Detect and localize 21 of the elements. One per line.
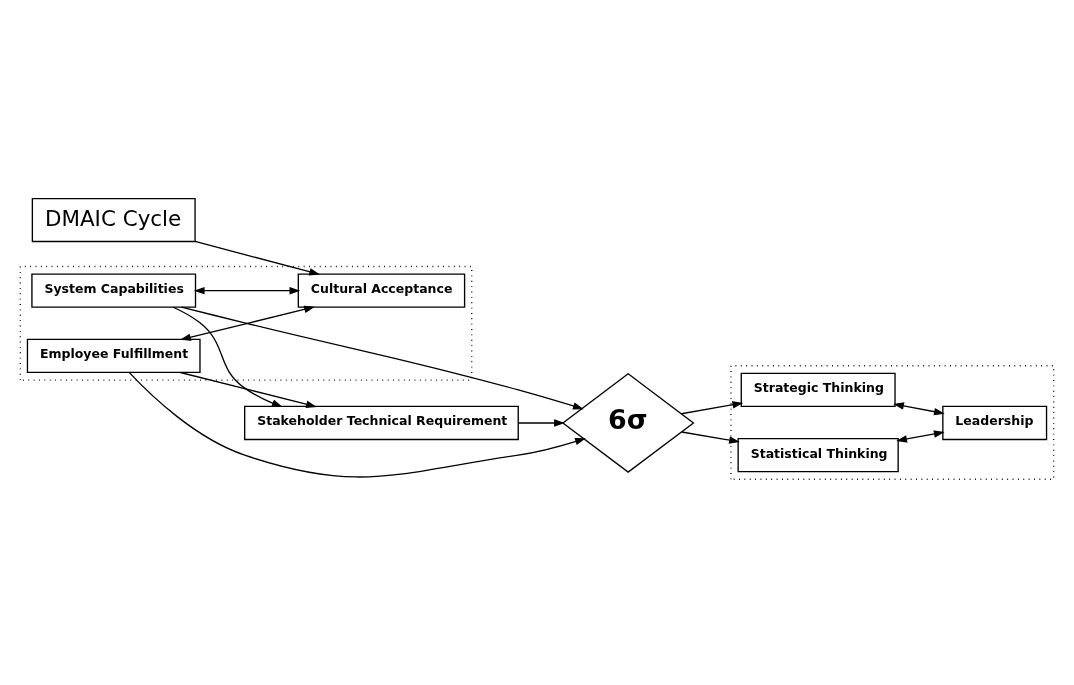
arrow [193,286,301,295]
node-box: Leadership [942,405,1048,441]
arrow [680,401,744,415]
arrow [179,371,317,408]
arrow [180,305,315,341]
arrow [194,240,321,276]
arrow [893,402,945,416]
node-box: DMAIC Cycle [31,197,196,243]
arrow [681,431,740,444]
arrow [517,419,565,427]
node-box: Stakeholder Technical Requirement [244,405,519,441]
arrow [896,430,945,443]
node-diamond: 6σ [561,372,695,473]
node-box: Cultural Acceptance [297,273,466,308]
node-box: Statistical Thinking [737,437,899,473]
node-box: System Capabilities [31,273,197,308]
arrow [180,306,584,410]
arrow [128,371,586,478]
node-box: Strategic Thinking [740,372,896,408]
arrow [172,306,283,408]
node-box: Employee Fulfillment [26,338,201,374]
